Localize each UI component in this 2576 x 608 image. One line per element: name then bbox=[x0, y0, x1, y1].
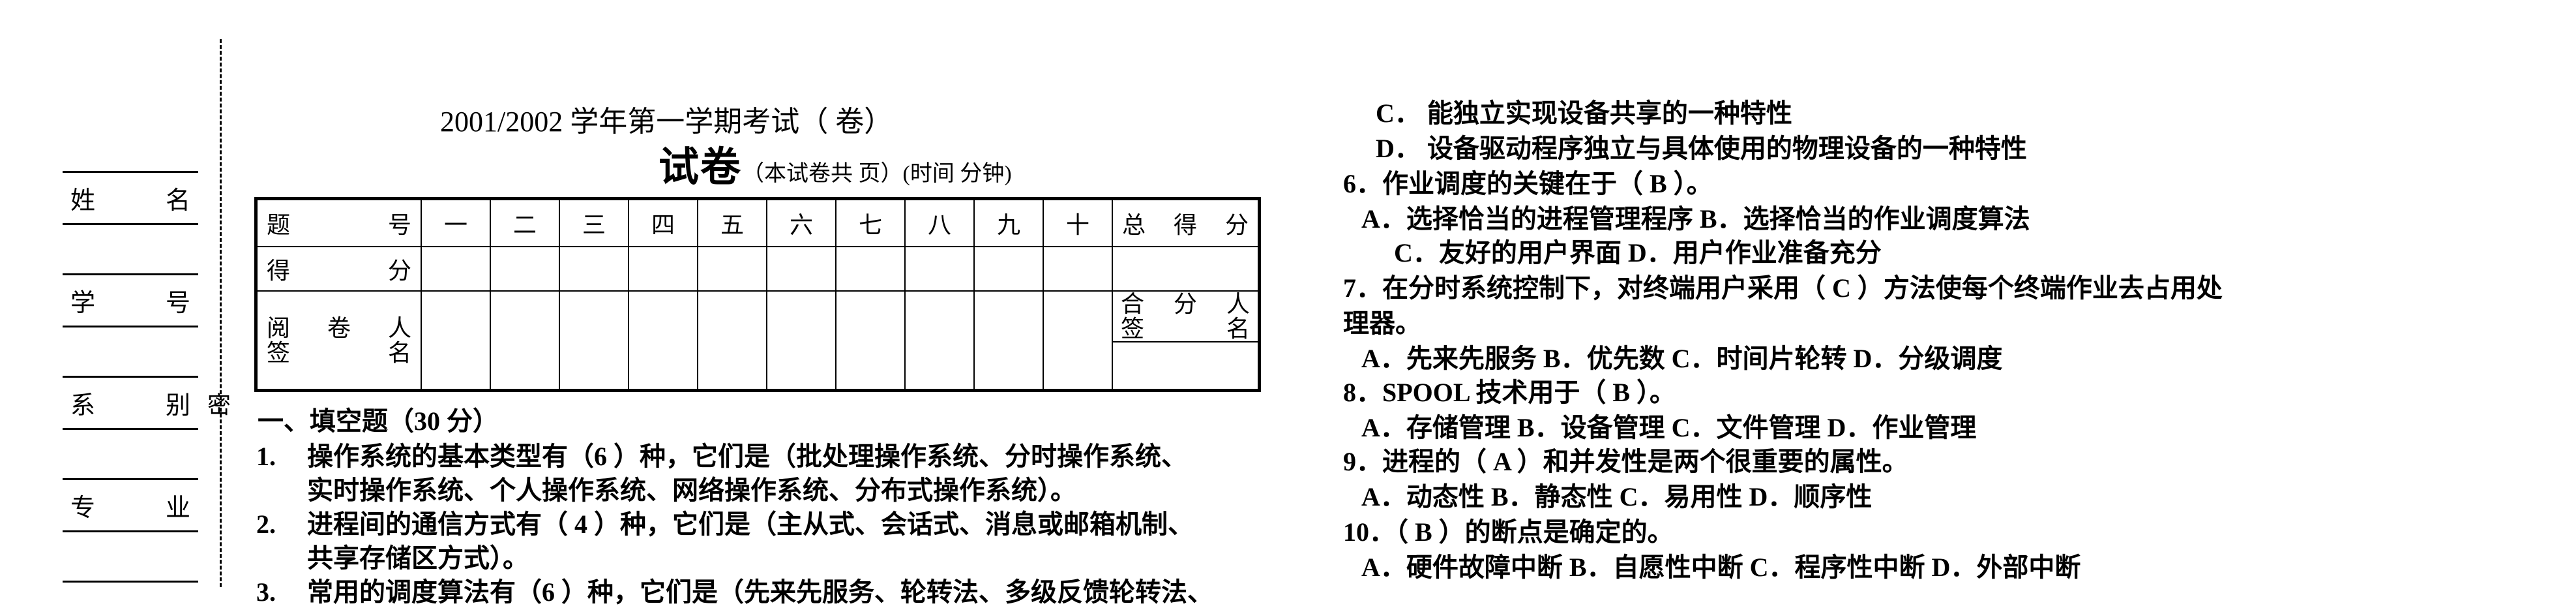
column-header-8: 八 bbox=[904, 198, 975, 247]
column-header-5: 五 bbox=[697, 198, 767, 247]
question-7-stem: 7．在分时系统控制下，对终端用户采用（ C ）方法使每个终端作业去占用处 bbox=[1343, 273, 2223, 303]
grader-signature-cell[interactable] bbox=[697, 290, 767, 391]
grader-row-2 bbox=[256, 341, 1260, 391]
column-header-1: 一 bbox=[421, 198, 491, 247]
student-info-strip: 姓名 学号 系别 专业 bbox=[63, 171, 198, 583]
score-cell[interactable] bbox=[697, 246, 767, 292]
major-field-blank[interactable] bbox=[63, 530, 198, 583]
name-field-label: 姓名 bbox=[63, 171, 198, 225]
question-2-line-1: 2. 进程间的通信方式有（ 4 ）种，它们是（主从式、会话式、消息或邮箱机制、 bbox=[256, 509, 1194, 540]
question-6-stem: 6．作业调度的关键在于（ B ）。 bbox=[1343, 169, 1713, 198]
grader-signature-header: 阅卷人 签名 bbox=[255, 290, 422, 391]
score-cell[interactable] bbox=[421, 246, 491, 292]
question-6-options-cd: C．友好的用户界面 D．用户作业准备充分 bbox=[1394, 238, 1882, 267]
score-cell[interactable] bbox=[559, 246, 629, 292]
grader-signature-cell[interactable] bbox=[628, 290, 698, 391]
total-score-cell[interactable] bbox=[1112, 246, 1260, 292]
question-number: 2. bbox=[256, 509, 276, 539]
total-score-header: 总得分 bbox=[1112, 198, 1260, 247]
column-header-9: 九 bbox=[973, 198, 1044, 247]
score-table-header-row: 题号 一 二 三 四 五 六 七 八 九 十 总得分 bbox=[255, 198, 1260, 247]
question-10-options: A．硬件故障中断 B．自愿性中断 C．程序性中断 D．外部中断 bbox=[1361, 553, 2081, 582]
column-header-4: 四 bbox=[628, 198, 698, 247]
column-header-10: 十 bbox=[1043, 198, 1113, 247]
major-field-label: 专业 bbox=[63, 478, 198, 532]
student-id-field-label: 学号 bbox=[63, 273, 198, 327]
question-8-options: A．存储管理 B．设备管理 C．文件管理 D．作业管理 bbox=[1361, 413, 1977, 442]
score-row-header: 得分 bbox=[255, 246, 422, 292]
score-cell[interactable] bbox=[973, 246, 1044, 292]
question-9-options: A．动态性 B．静态性 C．易用性 D．顺序性 bbox=[1361, 482, 1873, 511]
score-cell[interactable] bbox=[835, 246, 906, 292]
option-d-line: D． 设备驱动程序独立与具体使用的物理设备的一种特性 bbox=[1376, 134, 2027, 163]
seal-mark: 密 bbox=[207, 392, 231, 418]
question-2-line-2: 共享存储区方式）。 bbox=[307, 543, 529, 573]
paper-title: 试卷（本试卷共 页）(时间 分钟) bbox=[659, 134, 1012, 192]
department-field-blank[interactable] bbox=[63, 428, 198, 480]
exam-title: 2001/2002 学年第一学期考试（ 卷） bbox=[440, 106, 893, 138]
score-tally-signature-cell[interactable] bbox=[1112, 341, 1260, 391]
question-8-stem: 8．SPOOL 技术用于（ B ）。 bbox=[1343, 378, 1676, 407]
grader-signature-cell[interactable] bbox=[766, 290, 836, 391]
question-3-line-1: 3. 常用的调度算法有（6 ）种，它们是（先来先服务、轮转法、多级反馈轮转法、 bbox=[256, 577, 1213, 608]
grader-signature-cell[interactable] bbox=[973, 290, 1044, 391]
question-text: 常用的调度算法有（6 ）种，它们是（先来先服务、轮转法、多级反馈轮转法、 bbox=[307, 577, 1213, 607]
paper-title-main: 试卷 bbox=[659, 145, 743, 190]
question-1-line-2: 实时操作系统、个人操作系统、网络操作系统、分布式操作系统）。 bbox=[307, 476, 1076, 505]
score-cell[interactable] bbox=[490, 246, 560, 292]
score-cell[interactable] bbox=[766, 246, 836, 292]
grader-signature-cell[interactable] bbox=[490, 290, 560, 391]
student-id-field-blank[interactable] bbox=[63, 326, 198, 378]
question-text: 操作系统的基本类型有（6 ）种，它们是（批处理操作系统、分时操作系统、 bbox=[307, 442, 1187, 471]
grader-signature-cell[interactable] bbox=[835, 290, 906, 391]
column-header-2: 二 bbox=[490, 198, 560, 247]
question-6-options-ab: A．选择恰当的进程管理程序 B．选择恰当的作业调度算法 bbox=[1361, 204, 2030, 234]
question-7-stem-cont: 理器。 bbox=[1343, 309, 1421, 338]
department-field-label: 系别 bbox=[63, 376, 198, 430]
seal-cut-line bbox=[220, 39, 222, 587]
grader-signature-cell[interactable] bbox=[1043, 290, 1113, 391]
question-1-line-1: 1. 操作系统的基本类型有（6 ）种，它们是（批处理操作系统、分时操作系统、 bbox=[256, 441, 1187, 472]
question-text: 进程间的通信方式有（ 4 ）种，它们是（主从式、会话式、消息或邮箱机制、 bbox=[307, 509, 1194, 539]
score-cell[interactable] bbox=[904, 246, 975, 292]
grader-signature-cell[interactable] bbox=[559, 290, 629, 391]
score-table: 题号 一 二 三 四 五 六 七 八 九 十 总得分 得分 阅卷人 签名 合分人… bbox=[254, 197, 1261, 392]
section-title-fill-in: 一、填空题（30 分） bbox=[258, 406, 499, 436]
question-number: 3. bbox=[256, 577, 276, 607]
score-row: 得分 bbox=[255, 246, 1260, 292]
column-header-7: 七 bbox=[835, 198, 906, 247]
name-field-blank[interactable] bbox=[63, 223, 198, 275]
score-cell[interactable] bbox=[628, 246, 698, 292]
question-7-options: A．先来先服务 B．优先数 C．时间片轮转 D．分级调度 bbox=[1361, 344, 2003, 373]
grader-signature-cell[interactable] bbox=[904, 290, 975, 391]
column-header-6: 六 bbox=[766, 198, 836, 247]
grader-row: 阅卷人 签名 合分人 签名 bbox=[255, 290, 1260, 391]
question-number-header: 题号 bbox=[255, 198, 422, 247]
question-10-stem: 10．（ B ）的断点是确定的。 bbox=[1343, 517, 1674, 547]
grader-signature-cell[interactable] bbox=[421, 290, 491, 391]
score-tally-signature-header: 合分人 签名 bbox=[1112, 290, 1260, 342]
option-c-line: C． 能独立实现设备共享的一种特性 bbox=[1376, 99, 1792, 128]
column-header-3: 三 bbox=[559, 198, 629, 247]
question-number: 1. bbox=[256, 442, 276, 471]
score-cell[interactable] bbox=[1043, 246, 1113, 292]
question-9-stem: 9．进程的（ A ）和并发性是两个很重要的属性。 bbox=[1343, 447, 1908, 476]
paper-title-note: （本试卷共 页）(时间 分钟) bbox=[742, 162, 1012, 186]
